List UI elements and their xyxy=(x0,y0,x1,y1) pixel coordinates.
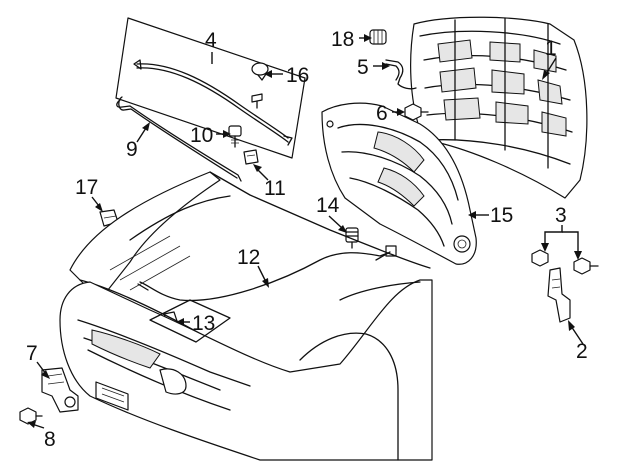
callout-labels: 1 2 3 4 5 6 7 8 9 10 11 12 13 14 15 16 1… xyxy=(26,28,588,451)
callout-11: 11 xyxy=(264,177,286,200)
hood-hinge xyxy=(547,267,571,323)
callout-1: 1 xyxy=(545,37,557,60)
callout-8: 8 xyxy=(44,428,56,451)
callout-9: 9 xyxy=(126,138,138,161)
hood-bumper-stop xyxy=(345,227,359,249)
callout-16: 16 xyxy=(286,64,309,87)
prop-rod-retainer xyxy=(243,149,259,165)
hood-release-cable xyxy=(137,245,397,302)
hood-latch xyxy=(41,367,79,413)
callout-2: 2 xyxy=(576,340,588,363)
callout-13: 13 xyxy=(192,312,215,335)
hood-insulator xyxy=(321,102,477,265)
callout-6: 6 xyxy=(376,102,388,125)
prop-rod-bolt xyxy=(228,125,242,148)
latch-bolt xyxy=(19,407,43,425)
small-clip xyxy=(251,93,263,109)
hood-hinge-arm xyxy=(385,59,417,90)
vehicle-front-end xyxy=(59,171,433,461)
hinge-bolt-left xyxy=(531,249,549,267)
callout-4: 4 xyxy=(205,29,217,52)
hood-panel xyxy=(410,16,588,199)
callout-5: 5 xyxy=(357,56,369,79)
push-pin-clip xyxy=(251,62,269,81)
weatherstrip-inset-panel xyxy=(115,17,306,159)
hinge-bolt xyxy=(404,103,429,121)
callout-17: 17 xyxy=(75,176,98,199)
callout-3: 3 xyxy=(555,204,567,227)
leader-lines xyxy=(27,34,584,429)
callout-15: 15 xyxy=(490,204,513,227)
callout-18: 18 xyxy=(331,28,354,51)
callout-12: 12 xyxy=(237,246,260,269)
callout-10: 10 xyxy=(190,124,213,147)
hinge-bolt-right xyxy=(573,257,599,275)
hood-prop-rod xyxy=(116,96,242,182)
hood-bumper xyxy=(369,29,387,45)
callout-14: 14 xyxy=(316,194,340,217)
callout-7: 7 xyxy=(26,342,38,365)
